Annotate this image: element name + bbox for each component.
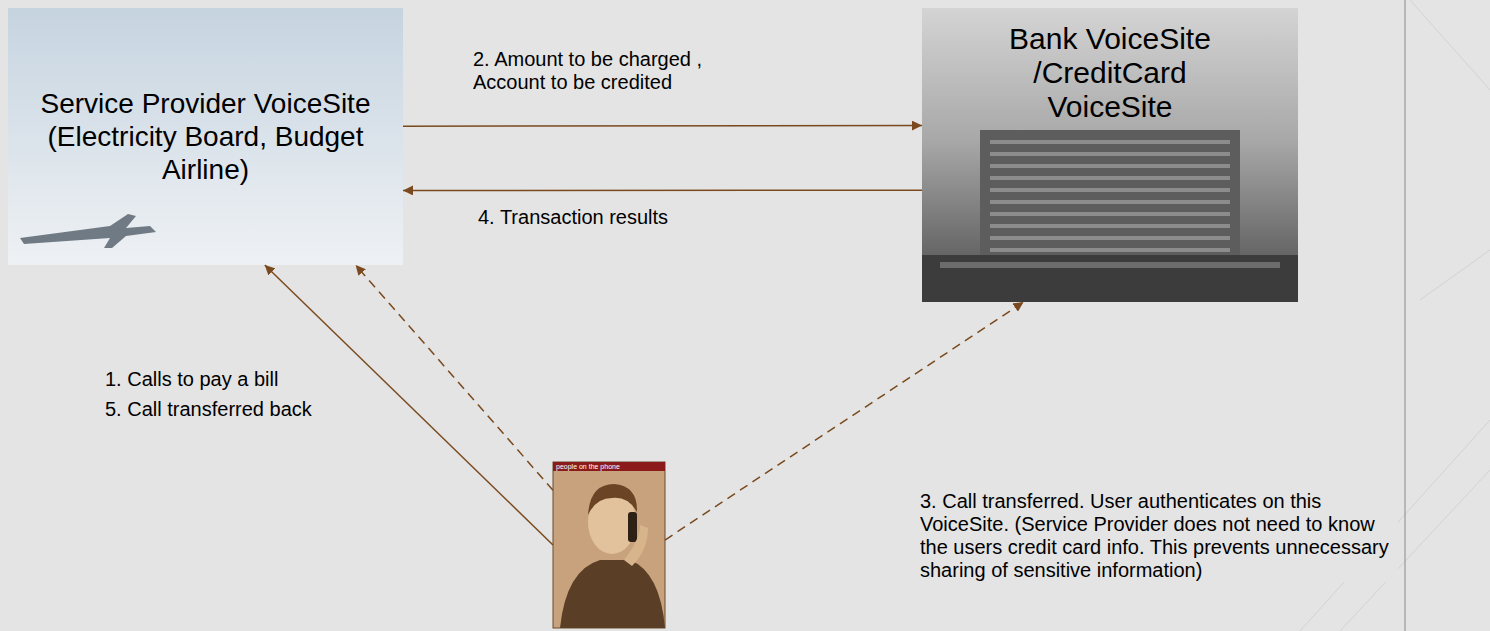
caller-photo: people on the phone bbox=[553, 462, 665, 628]
edge-label: 3. Call transferred. User authenticates … bbox=[920, 490, 1398, 582]
dashed-arrow bbox=[356, 265, 553, 490]
node-label: people on the phone bbox=[553, 462, 665, 471]
building-picture bbox=[922, 8, 1298, 302]
edge-label: 5. Call transferred back bbox=[105, 398, 312, 421]
provider-box: Service Provider VoiceSite (Electricity … bbox=[8, 8, 403, 265]
edge-label: 1. Calls to pay a bill bbox=[105, 368, 278, 391]
divider-line bbox=[1405, 0, 1406, 631]
person-photo bbox=[553, 462, 665, 628]
bank-box: Bank VoiceSite /CreditCard VoiceSite bbox=[922, 8, 1298, 302]
edge-label: 2. Amount to be charged , Account to be … bbox=[473, 48, 743, 94]
edge-label: 4. Transaction results bbox=[478, 206, 668, 229]
node-label: Service Provider VoiceSite (Electricity … bbox=[16, 87, 395, 186]
node-label: Bank VoiceSite /CreditCard VoiceSite bbox=[967, 22, 1253, 124]
solid-arrow bbox=[403, 125, 922, 127]
sky-picture bbox=[8, 8, 403, 265]
solid-arrow bbox=[403, 190, 922, 192]
